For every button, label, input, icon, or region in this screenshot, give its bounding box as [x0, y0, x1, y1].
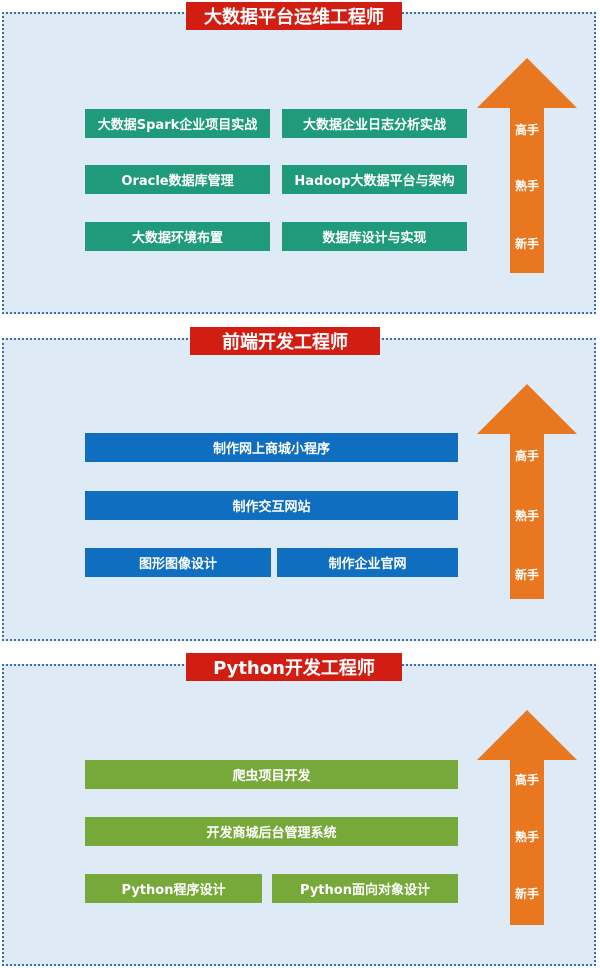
- skill-box: Python面向对象设计: [272, 874, 458, 903]
- level-arrow: 高手 熟手 新手: [477, 384, 577, 599]
- skill-box: 数据库设计与实现: [282, 222, 467, 251]
- arrow-shaft: [510, 759, 544, 925]
- skill-box: 大数据环境布置: [85, 222, 270, 251]
- section-title-bigdata: 大数据平台运维工程师: [186, 2, 402, 30]
- skill-box: 开发商城后台管理系统: [85, 817, 458, 846]
- section-title-frontend: 前端开发工程师: [190, 327, 380, 355]
- level-label-novice: 新手: [514, 887, 539, 901]
- arrow-shaft: [510, 107, 544, 273]
- skill-box: Python程序设计: [85, 874, 262, 903]
- arrow-head-icon: [477, 384, 577, 434]
- skill-box: Oracle数据库管理: [85, 165, 270, 194]
- level-label-expert: 高手: [514, 449, 539, 463]
- level-label-skilled: 熟手: [514, 830, 539, 844]
- level-arrow: 高手 熟手 新手: [477, 710, 577, 925]
- level-label-skilled: 熟手: [514, 179, 539, 193]
- skill-box: 大数据Spark企业项目实战: [85, 109, 270, 138]
- skill-box: 大数据企业日志分析实战: [282, 109, 467, 138]
- arrow-head-icon: [477, 58, 577, 108]
- level-label-novice: 新手: [514, 568, 539, 582]
- arrow-head-icon: [477, 710, 577, 760]
- skill-box: 制作交互网站: [85, 491, 458, 520]
- level-label-expert: 高手: [514, 123, 539, 137]
- level-label-novice: 新手: [514, 237, 539, 251]
- level-label-expert: 高手: [514, 773, 539, 787]
- level-arrow: 高手 熟手 新手: [477, 58, 577, 273]
- skill-box: 制作企业官网: [277, 548, 458, 577]
- skill-box: 图形图像设计: [85, 548, 271, 577]
- skill-box: 爬虫项目开发: [85, 760, 458, 789]
- level-label-skilled: 熟手: [514, 509, 539, 523]
- skill-box: 制作网上商城小程序: [85, 433, 458, 462]
- arrow-shaft: [510, 433, 544, 599]
- section-title-python: Python开发工程师: [186, 653, 402, 681]
- skill-box: Hadoop大数据平台与架构: [282, 165, 467, 194]
